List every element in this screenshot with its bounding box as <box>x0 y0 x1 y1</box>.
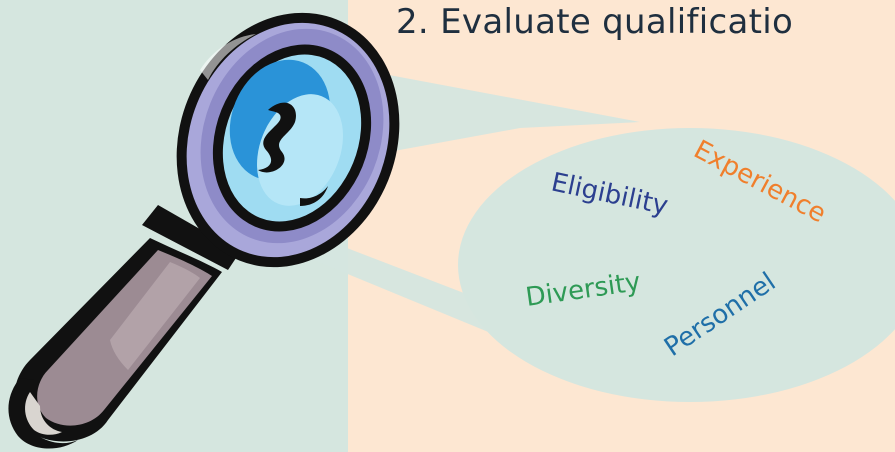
keyword-bubble <box>458 128 895 402</box>
slide-heading: 2. Evaluate qualificatio <box>396 2 794 42</box>
magnifying-glass-icon <box>8 12 400 449</box>
